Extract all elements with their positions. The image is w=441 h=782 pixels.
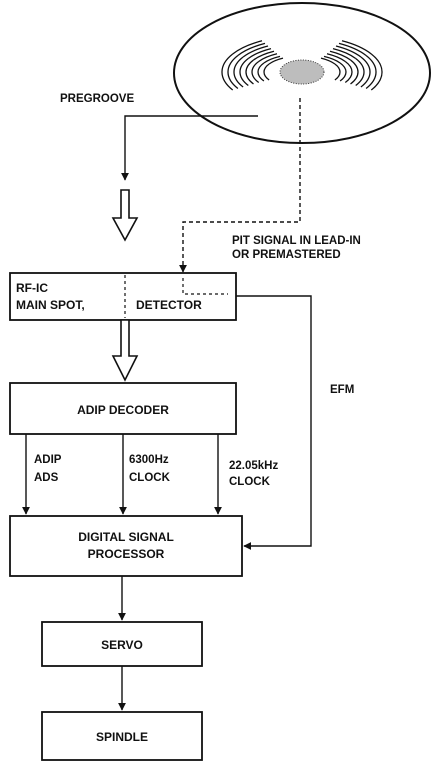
pregroove-label: PREGROOVE [60, 93, 134, 105]
clock-22khz-clock-label: CLOCK [229, 476, 271, 488]
rfic-label: RF-IC [16, 281, 48, 295]
servo-label: SERVO [101, 638, 143, 652]
pit-signal-label-2: OR PREMASTERED [232, 249, 341, 261]
spindle-label: SPINDLE [96, 730, 148, 744]
dsp-label-1: DIGITAL SIGNAL [78, 530, 174, 544]
disc-illustration [174, 3, 430, 143]
disc-groove-arc [243, 46, 268, 57]
disc-groove-arc [240, 59, 248, 86]
disc-groove-arc [361, 57, 370, 87]
pregroove-line [125, 116, 258, 180]
disc-groove-arc [339, 43, 366, 55]
efm-label: EFM [330, 384, 354, 396]
disc-groove-arc [238, 43, 265, 55]
disc-groove-arc [258, 63, 264, 81]
disc-groove-arc [234, 57, 243, 87]
dsp-block [10, 516, 242, 576]
adip-label: ADIP [34, 454, 62, 466]
disc-groove-arc [264, 64, 269, 80]
rfic-main-spot-label: MAIN SPOT, [16, 298, 85, 312]
pit-signal-label-1: PIT SIGNAL IN LEAD-IN [232, 235, 361, 247]
rfic-to-adip-hollow-arrow [113, 320, 137, 380]
adip-decoder-label: ADIP DECODER [77, 403, 169, 417]
disc-groove-arc [340, 63, 346, 81]
optical-input-hollow-arrow [113, 190, 137, 240]
rfic-detector-label: DETECTOR [136, 298, 202, 312]
disc-groove-arc [356, 59, 364, 86]
disc-groove-arc [336, 46, 361, 57]
clock-22khz-label: 22.05kHz [229, 460, 278, 472]
disc-groove-arc [366, 56, 376, 89]
efm-line [236, 296, 311, 546]
disc-groove-arc [233, 41, 262, 54]
disc-groove-arc [228, 56, 238, 89]
clock-6300hz-label: 6300Hz [129, 454, 169, 466]
disc-groove-arc [335, 64, 340, 80]
disc-groove-arc [342, 41, 371, 54]
dsp-label-2: PROCESSOR [88, 547, 165, 561]
clock-6300hz-clock-label: CLOCK [129, 472, 171, 484]
disc-center-spot [280, 60, 324, 84]
ads-label: ADS [34, 472, 59, 484]
